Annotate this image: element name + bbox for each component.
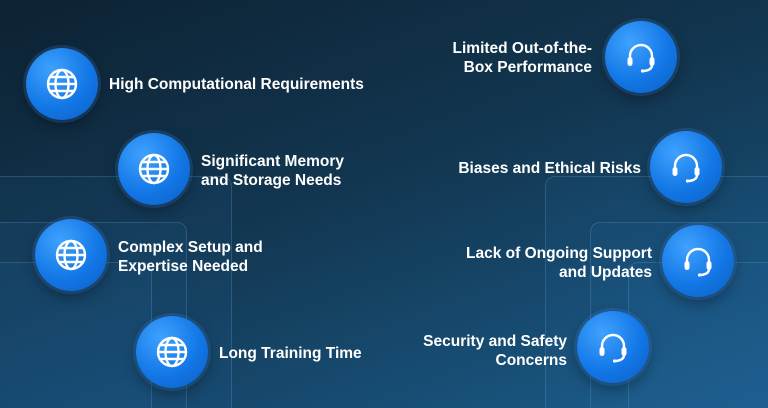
- globe-icon: [136, 316, 208, 388]
- headset-icon: [662, 225, 734, 297]
- item-label: Significant Memory and Storage Needs: [201, 153, 344, 189]
- item-label: High Computational Requirements: [109, 76, 364, 93]
- item-label: Lack of Ongoing Support and Updates: [466, 245, 652, 281]
- headset-icon: [650, 131, 722, 203]
- headset-icon: [577, 311, 649, 383]
- decorative-panel: [545, 176, 768, 408]
- headset-icon: [605, 21, 677, 93]
- item-label: Long Training Time: [219, 345, 362, 362]
- globe-icon: [26, 48, 98, 120]
- item-label: Limited Out-of-the- Box Performance: [452, 40, 592, 76]
- item-label: Security and Safety Concerns: [423, 333, 567, 369]
- item-label: Complex Setup and Expertise Needed: [118, 239, 263, 275]
- globe-icon: [118, 133, 190, 205]
- globe-icon: [35, 219, 107, 291]
- item-label: Biases and Ethical Risks: [458, 160, 641, 177]
